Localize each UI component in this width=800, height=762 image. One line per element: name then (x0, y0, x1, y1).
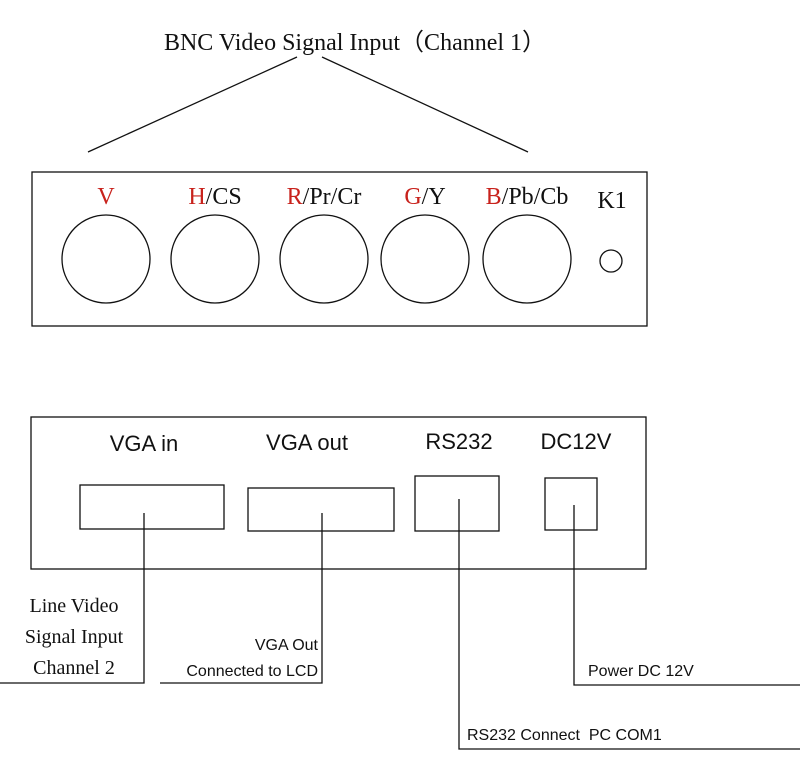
rs232-port (414, 475, 500, 532)
bnc-port-b: B/Pb/Cb (482, 184, 572, 304)
bnc-port-v-label: V (97, 184, 115, 210)
power-callout: Power DC 12V (588, 663, 694, 680)
bnc-connector (61, 214, 151, 304)
vga-in-port (79, 484, 225, 530)
bnc-connector (279, 214, 369, 304)
title-pointer-right (321, 56, 529, 153)
line-video-leader (0, 513, 145, 684)
vga-out-callout-line: Connected to LCD (186, 663, 318, 680)
k1-label: K1 (597, 188, 626, 214)
bnc-port-b-label: B/Pb/Cb (486, 184, 569, 210)
bnc-connector (380, 214, 470, 304)
line-video-callout-line: Line Video (30, 595, 119, 617)
line-video-callout: Line Video Signal Input Channel 2 (25, 595, 124, 679)
bnc-panel (31, 171, 648, 327)
bnc-port-h: H/CS (170, 184, 260, 304)
k1-button: K1 (597, 188, 627, 273)
rs232-label: RS232 (425, 429, 492, 454)
dc12v-port (544, 477, 598, 531)
bnc-port-h-label: H/CS (188, 184, 241, 210)
bnc-port-v: V (61, 184, 151, 304)
bnc-port-g: G/Y (380, 184, 470, 304)
bnc-port-r: R/Pr/Cr (279, 184, 369, 304)
line-video-callout-line: Signal Input (25, 626, 124, 648)
vga-out-callout: VGA Out Connected to LCD (186, 637, 318, 680)
bnc-port-r-label: R/Pr/Cr (287, 184, 362, 210)
line-video-callout-line: Channel 2 (33, 657, 115, 679)
k1-button-circle (599, 249, 623, 273)
bnc-connector (482, 214, 572, 304)
rs232-callout: RS232 Connect PC COM1 (467, 727, 662, 744)
vga-in-label: VGA in (110, 431, 178, 456)
vga-out-leader (160, 513, 323, 684)
vga-out-port (247, 487, 395, 532)
bnc-port-g-label: G/Y (404, 184, 445, 210)
vga-out-label: VGA out (266, 430, 348, 455)
vga-panel (30, 416, 647, 570)
power-leader (573, 505, 800, 686)
diagram-title: BNC Video Signal Input（Channel 1） (164, 30, 546, 56)
rs232-leader (458, 499, 800, 750)
bnc-connector (170, 214, 260, 304)
dc12v-label: DC12V (541, 429, 612, 454)
title-pointer-left (87, 56, 298, 153)
vga-out-callout-line: VGA Out (255, 637, 319, 654)
